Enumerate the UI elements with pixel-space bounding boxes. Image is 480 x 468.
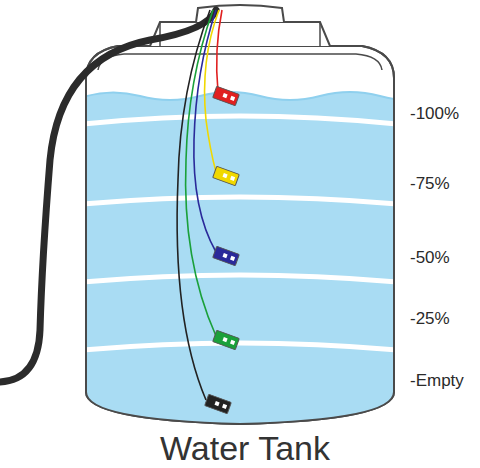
caption: Water Tank bbox=[160, 431, 330, 465]
level-label: -100% bbox=[410, 105, 459, 122]
tank-ribs bbox=[84, 116, 396, 350]
cable-hose bbox=[0, 10, 216, 382]
level-label: -25% bbox=[410, 310, 450, 327]
level-label: -Empty bbox=[410, 372, 464, 389]
level-sensors bbox=[205, 86, 240, 413]
water bbox=[80, 92, 420, 430]
level-label: -75% bbox=[410, 175, 450, 192]
level-label: -50% bbox=[410, 249, 450, 266]
